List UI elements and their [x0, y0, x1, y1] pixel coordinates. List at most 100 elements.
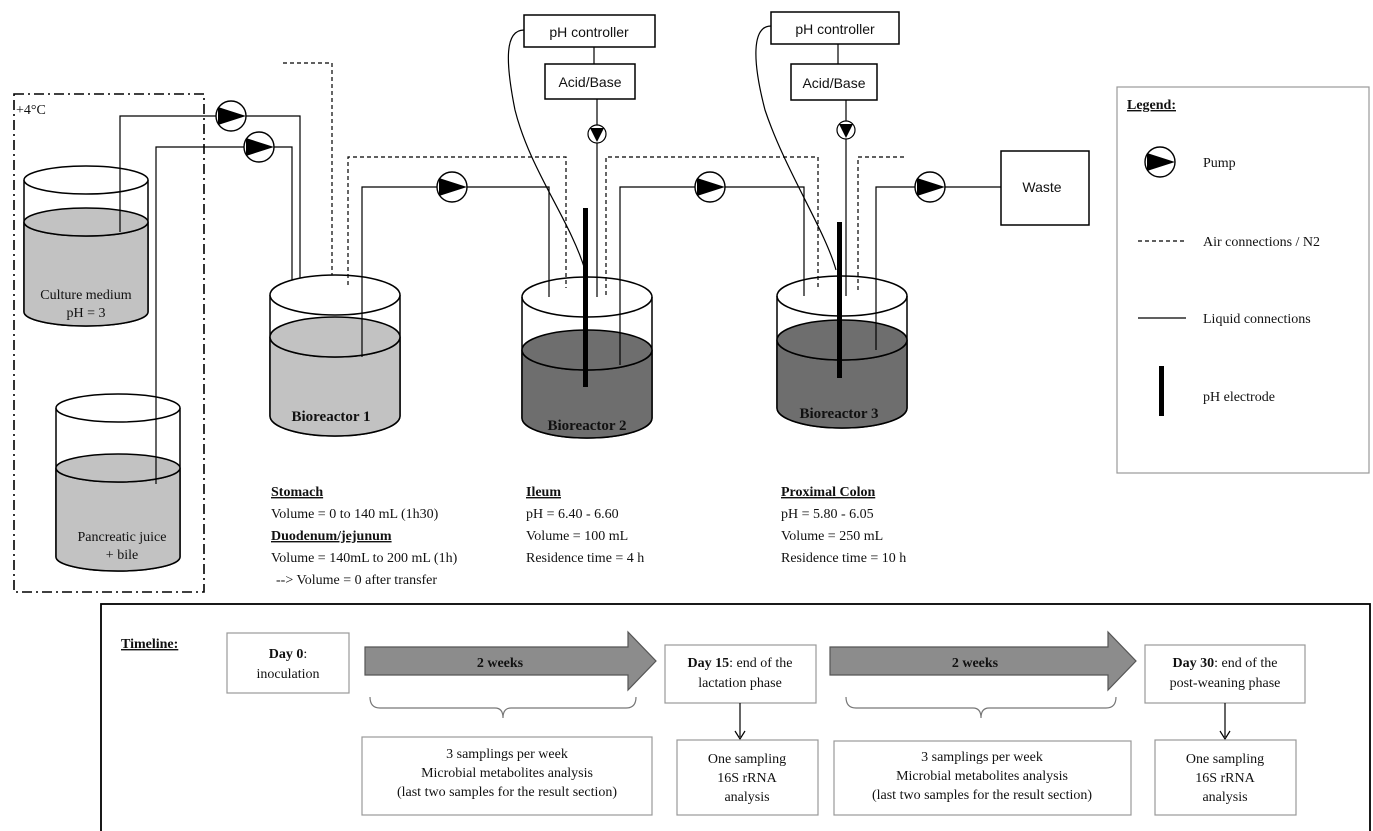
sampling-2-line1: One sampling [708, 752, 786, 767]
legend-title: Legend: [1127, 98, 1176, 113]
acid-base-2-label: Acid/Base [802, 75, 865, 91]
day-0-box [226, 632, 350, 694]
liquid-line-culture-out [246, 115, 301, 300]
stomach-title: Stomach [271, 485, 323, 500]
down-arrow-day30-head [1219, 730, 1231, 741]
colon-title: Proximal Colon [781, 485, 875, 500]
pump-icon [215, 100, 247, 132]
day-30-line2: post-weaning phase [1170, 676, 1281, 691]
duodenum-title: Duodenum/jejunum [271, 529, 392, 544]
day-15-line1: Day 15: end of the [688, 656, 793, 671]
sampling-2-line2: 16S rRNA [717, 771, 777, 786]
ileum-ph: pH = 6.40 - 6.60 [526, 507, 619, 522]
ileum-title: Ileum [526, 485, 561, 500]
liquid-line-pancreatic [155, 146, 244, 484]
ileum-description: Ileum pH = 6.40 - 6.60 Volume = 100 mL R… [526, 485, 644, 566]
day-15-box [664, 644, 817, 704]
bioreactor-2-label: Bioreactor 2 [547, 418, 626, 434]
air-line-b2-b3 [605, 156, 819, 295]
timeline-frame [100, 603, 1371, 831]
cold-box [13, 93, 205, 593]
timeline-arrow-1-label: 2 weeks [477, 656, 524, 671]
duodenum-volume: Volume = 140mL to 200 mL (1h) [271, 551, 458, 566]
sampling-1-line1: 3 samplings per week [446, 747, 568, 762]
liquid-line-b1-b2 [361, 186, 437, 357]
pump-icon [436, 171, 468, 203]
colon-ph: pH = 5.80 - 6.05 [781, 507, 874, 522]
brace-2 [845, 696, 1117, 719]
sampling-box-3 [833, 740, 1132, 816]
air-line-b3 [857, 156, 907, 290]
bioreactor-3: Bioreactor 3 [776, 275, 908, 429]
ph-controller-2 [770, 11, 900, 45]
legend-electrode-label: pH electrode [1203, 390, 1275, 405]
cold-box-temperature: +4°C [16, 103, 46, 118]
pump-icon [1144, 146, 1176, 178]
sampling-3-line3: (last two samples for the result section… [872, 788, 1092, 803]
timeline-arrow-2 [829, 630, 1137, 692]
liquid-line-b2-b3-out [725, 186, 805, 305]
timeline-title: Timeline: [121, 637, 178, 652]
brace-1 [369, 696, 637, 719]
liquid-line-b3-waste [875, 186, 915, 350]
ph-controller-1 [523, 14, 656, 48]
liquid-line-pancreatic-out [274, 146, 293, 300]
colon-description: Proximal Colon pH = 5.80 - 6.05 Volume =… [781, 485, 906, 566]
sampling-3-line1: 3 samplings per week [921, 750, 1043, 765]
pump-icon [694, 171, 726, 203]
acid-base-1 [544, 63, 636, 100]
culture-medium-label: Culture medium [40, 288, 131, 303]
sampling-4-line2: 16S rRNA [1195, 771, 1255, 786]
colon-residence: Residence time = 10 h [781, 551, 906, 566]
sampling-box-1 [361, 736, 653, 816]
legend-air-label: Air connections / N2 [1203, 235, 1320, 250]
bioreactor-1-label: Bioreactor 1 [291, 409, 370, 425]
ileum-residence: Residence time = 4 h [526, 551, 644, 566]
legend-pump-label: Pump [1203, 156, 1236, 171]
sampling-4-line1: One sampling [1186, 752, 1264, 767]
timeline-arrow-2-label: 2 weeks [952, 656, 999, 671]
small-pump-icon [587, 124, 607, 144]
day-30-box [1144, 644, 1306, 704]
stomach-description: Stomach Volume = 0 to 140 mL (1h30) Duod… [271, 485, 458, 588]
acid-base-1-label: Acid/Base [558, 74, 621, 90]
timeline-arrow-1 [364, 630, 657, 692]
pump-icon [914, 171, 946, 203]
sampling-box-2 [676, 739, 819, 816]
legend-box [1116, 86, 1370, 474]
air-line-b1-b2 [347, 156, 567, 288]
ileum-volume: Volume = 100 mL [526, 529, 628, 544]
sampling-1-line2: Microbial metabolites analysis [421, 766, 593, 781]
legend-liquid-label: Liquid connections [1203, 312, 1311, 327]
pump-icon [243, 131, 275, 163]
pancreatic-bile-label: + bile [106, 548, 138, 563]
bioreactor-2: Bioreactor 2 [521, 276, 653, 439]
colon-volume: Volume = 250 mL [781, 529, 883, 544]
day-0-line2: inoculation [257, 667, 320, 682]
sampling-3-line2: Microbial metabolites analysis [896, 769, 1068, 784]
day-30-line1: Day 30: end of the [1173, 656, 1278, 671]
ph-electrode-icon [1159, 366, 1164, 416]
down-arrow-day15-head [734, 730, 746, 741]
small-pump-icon [836, 120, 856, 140]
acid-base-2 [790, 63, 878, 101]
stomach-volume: Volume = 0 to 140 mL (1h30) [271, 507, 439, 522]
controller-1-cable [507, 29, 586, 271]
liquid-line-b1-b2-out [467, 186, 550, 305]
culture-medium-reservoir: Culture medium pH = 3 [23, 165, 149, 327]
bioreactor-3-label: Bioreactor 3 [799, 406, 878, 422]
air-line-bioreactor-1 [283, 62, 333, 280]
pancreatic-juice-label: Pancreatic juice [77, 530, 166, 545]
day-15-line2: lactation phase [698, 676, 782, 691]
controller-2-cable [755, 25, 837, 271]
sampling-1-line3: (last two samples for the result section… [397, 785, 617, 800]
ph-controller-1-label: pH controller [549, 24, 629, 40]
waste-box [1000, 150, 1090, 226]
transfer-note: --> Volume = 0 after transfer [276, 573, 437, 588]
culture-medium-ph: pH = 3 [66, 306, 105, 321]
bioreactor-1: Bioreactor 1 [269, 274, 401, 437]
liquid-line-culture [119, 115, 216, 232]
sampling-4-line3: analysis [1202, 790, 1247, 805]
day-0-line1: Day 0: [269, 647, 308, 662]
